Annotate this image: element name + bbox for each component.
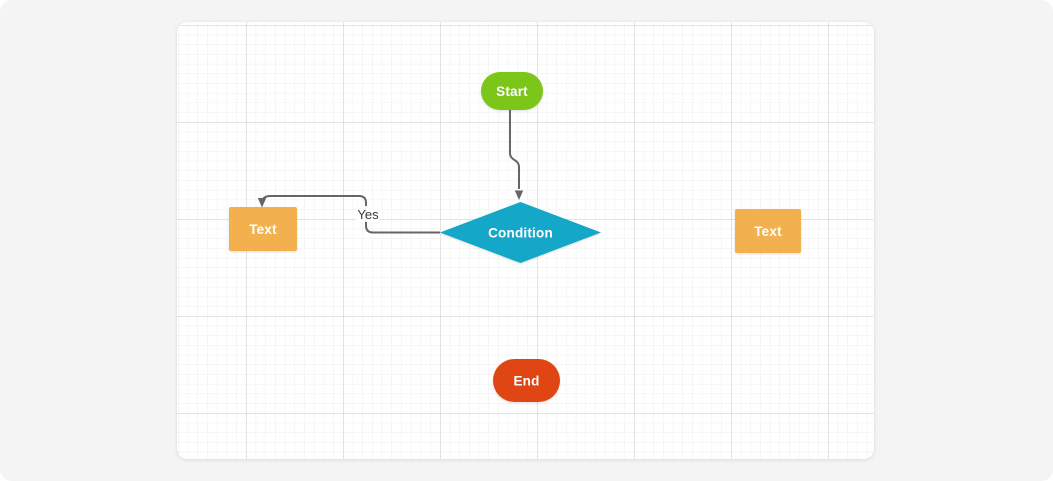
edge-line[interactable] bbox=[261, 195, 440, 234]
node-text-right[interactable]: Text bbox=[735, 209, 801, 253]
edge-label-yes[interactable]: Yes bbox=[355, 206, 381, 222]
node-start[interactable]: Start bbox=[481, 72, 543, 110]
node-start-label: Start bbox=[496, 84, 528, 99]
node-condition[interactable]: Condition bbox=[440, 202, 601, 263]
start-shape[interactable] bbox=[481, 72, 543, 110]
node-text-right-label: Text bbox=[754, 224, 782, 239]
text-right-shape[interactable] bbox=[735, 209, 801, 253]
node-end[interactable]: End bbox=[493, 359, 560, 402]
node-text-left-label: Text bbox=[249, 222, 277, 237]
edge-condition-to-text-left[interactable]: Yes bbox=[257, 195, 440, 234]
diagram-canvas[interactable]: Yes Start Condition Text Text bbox=[177, 22, 874, 459]
node-end-label: End bbox=[513, 374, 539, 389]
edge-line[interactable] bbox=[509, 110, 520, 189]
arrowhead-down-icon bbox=[514, 190, 524, 200]
flowchart-svg: Yes Start Condition Text Text bbox=[177, 22, 874, 459]
edge-label-text: Yes bbox=[357, 207, 379, 222]
arrowhead-down-icon bbox=[257, 198, 267, 208]
condition-shape[interactable] bbox=[440, 202, 601, 263]
edge-label-background bbox=[355, 206, 381, 222]
node-text-left[interactable]: Text bbox=[229, 207, 297, 251]
end-shape[interactable] bbox=[493, 359, 560, 402]
node-condition-label: Condition bbox=[488, 226, 553, 241]
text-left-shape[interactable] bbox=[229, 207, 297, 251]
edge-start-to-condition[interactable] bbox=[509, 110, 524, 200]
